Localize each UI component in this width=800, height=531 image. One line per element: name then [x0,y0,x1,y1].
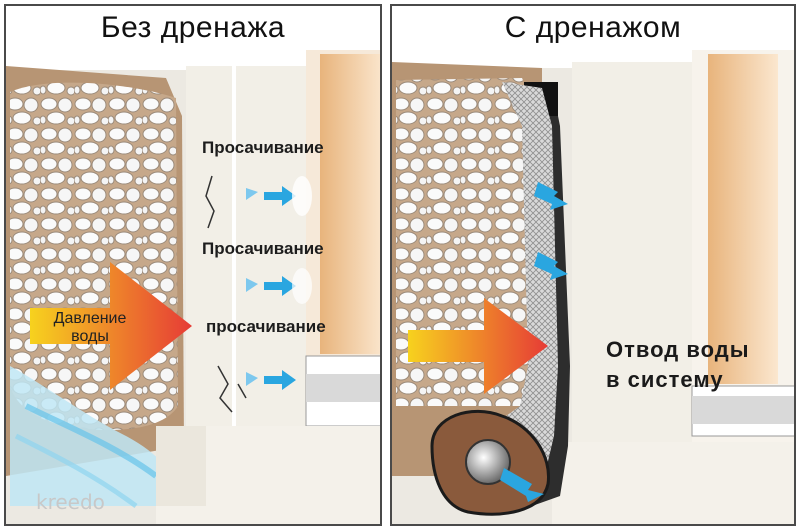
drainage-flow-arrow [500,468,544,502]
seepage-arrow [246,276,296,296]
seepage-label: Просачивание [202,239,324,258]
panel-without-drainage: Без дренажа Просачивание Просачивание пр… [4,4,382,526]
drain-pipe [465,439,511,485]
drainage-flow-arrow [534,182,568,210]
foundation-wall [572,62,702,442]
interior-wall [320,54,380,354]
seepage-label: Просачивание [202,138,324,157]
seepage-arrow [246,370,296,390]
water-pressure-arrow [30,262,192,390]
water-pressure-label: Давление воды [53,310,127,345]
with-drainage-illustration [392,50,794,524]
seepage-arrow [246,186,296,206]
panel-with-drainage: С дренажом Отвод воды в систему [390,4,796,526]
water-pool [10,366,186,506]
panel-title: Без дренажа [6,6,380,50]
drainage-flow-arrow [534,252,568,280]
crack [205,175,215,229]
geotextile-layer [436,82,558,506]
footing [156,426,380,524]
drainage-label-line1: Отвод воды [606,337,750,362]
seepage-label: просачивание [206,317,326,336]
gravel-backfill [10,82,178,430]
water-pressure-arrow [408,298,548,394]
panel-title: С дренажом [392,6,794,50]
crack [217,365,233,413]
without-drainage-illustration [6,50,380,524]
foundation-wall [186,66,326,426]
watermark: kreedo [36,490,105,514]
footing [552,442,794,524]
drainage-label-line2: в систему [606,367,724,392]
interior-wall [708,54,778,384]
